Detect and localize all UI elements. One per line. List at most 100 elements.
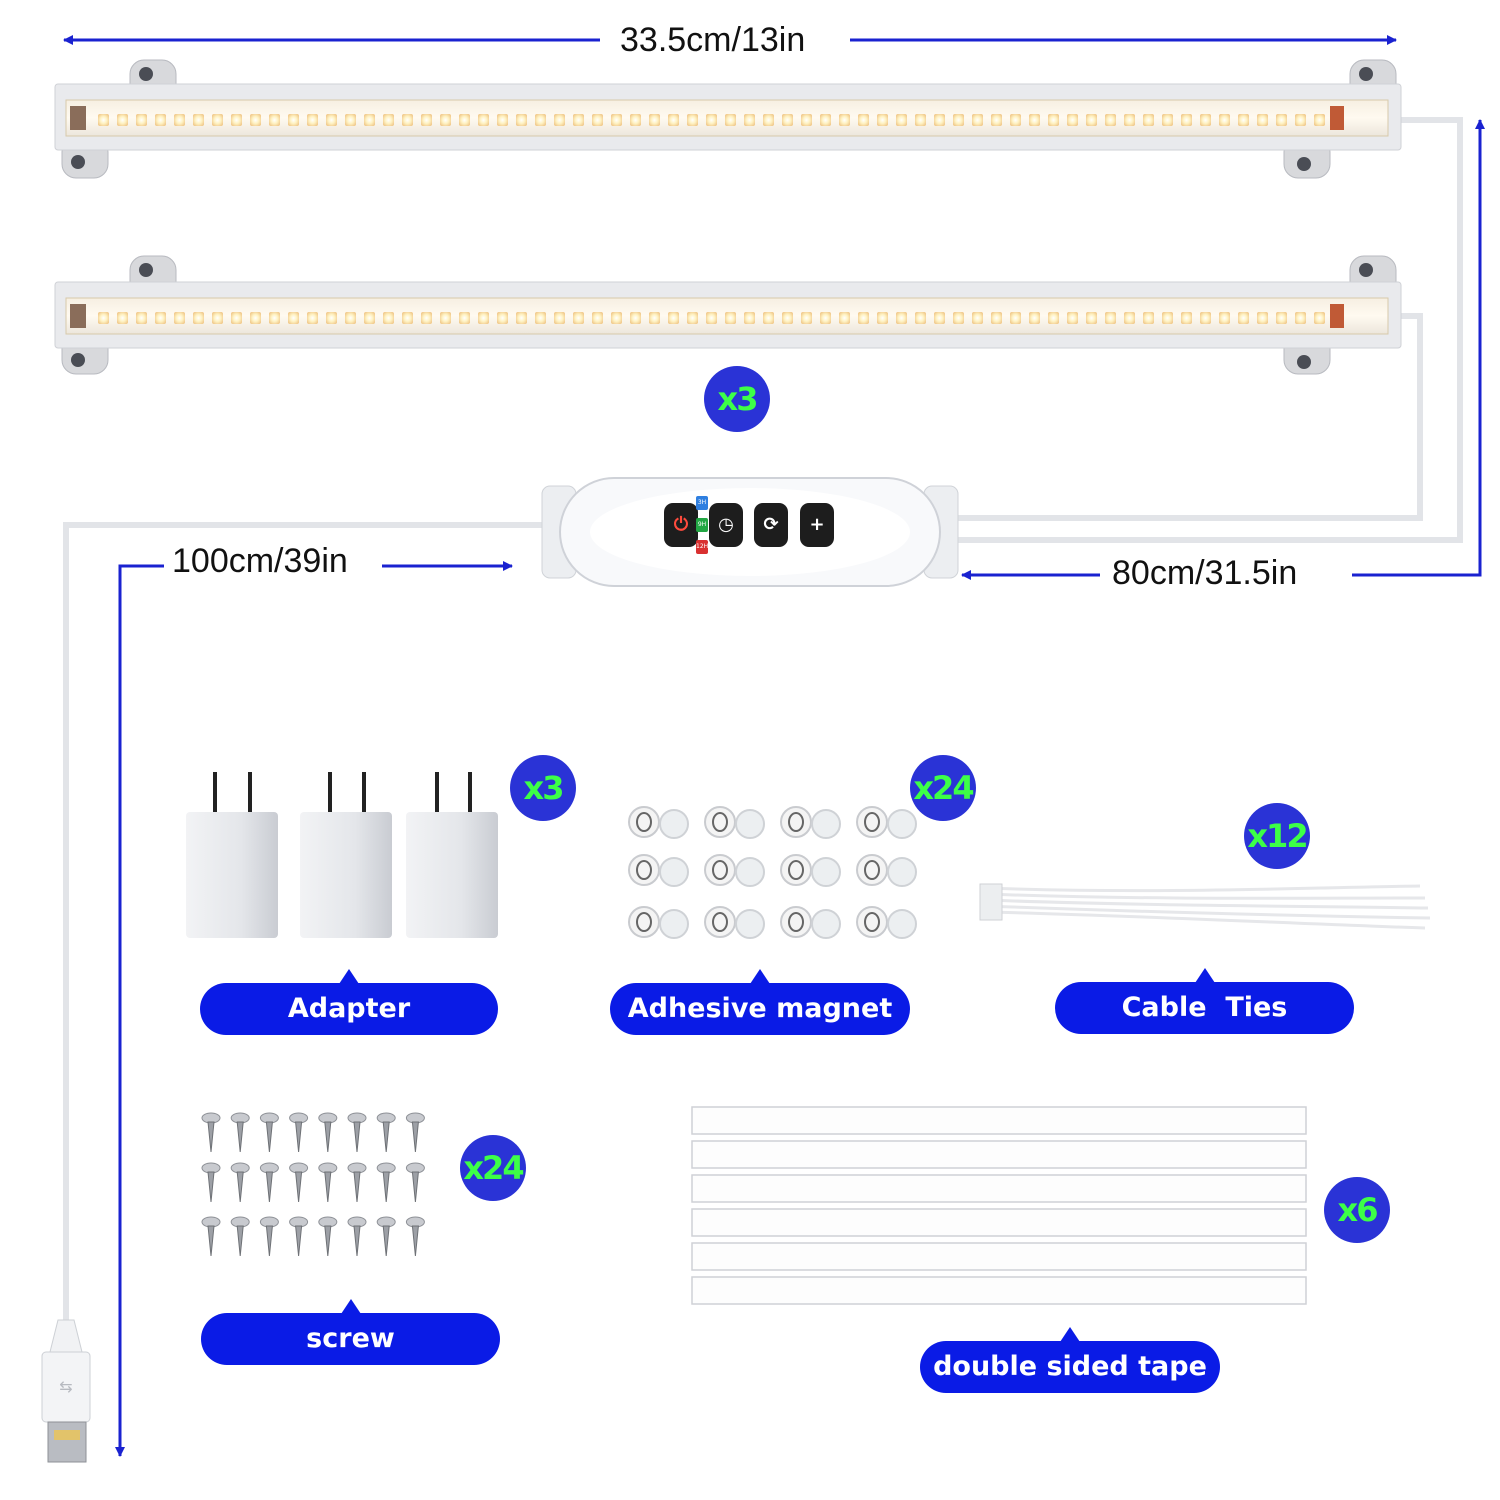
led-chip — [535, 312, 546, 324]
screws — [201, 1112, 425, 1257]
led-chip — [839, 312, 850, 324]
led-chip — [1162, 312, 1173, 324]
led-chip — [250, 114, 261, 126]
led-chip — [307, 312, 318, 324]
led-chip — [972, 312, 983, 324]
led-chip — [820, 114, 831, 126]
light-bar — [54, 255, 1402, 375]
led-chip — [117, 312, 128, 324]
led-chip — [136, 312, 147, 324]
led-chip — [1124, 312, 1135, 324]
led-chip — [953, 312, 964, 324]
led-chip — [839, 114, 850, 126]
adhesive-magnets — [628, 806, 917, 939]
tape-strip — [691, 1276, 1307, 1305]
screw-quantity-badge: x24 — [460, 1135, 526, 1201]
led-chip — [497, 114, 508, 126]
led-chip — [402, 312, 413, 324]
magnet — [704, 906, 736, 938]
led-chip — [288, 114, 299, 126]
led-chip — [231, 312, 242, 324]
led-chip — [668, 114, 679, 126]
led-chip — [611, 114, 622, 126]
led-chip — [611, 312, 622, 324]
led-row — [98, 114, 1325, 126]
led-chip — [1181, 114, 1192, 126]
cable-ties — [979, 883, 1431, 930]
led-chip — [1010, 114, 1021, 126]
led-chip — [725, 312, 736, 324]
bar-cable-length-label: 80cm/31.5in — [1104, 553, 1306, 593]
led-chip — [725, 114, 736, 126]
led-chip — [953, 114, 964, 126]
light-bar-quantity-badge: x3 — [704, 366, 770, 432]
led-chip — [155, 312, 166, 324]
led-chip — [269, 312, 280, 324]
led-chip — [668, 312, 679, 324]
led-chip — [307, 114, 318, 126]
bar-length-label: 33.5cm/13in — [612, 20, 814, 60]
timer-tag-3h: 3H — [696, 496, 708, 510]
led-chip — [991, 114, 1002, 126]
magnet — [856, 806, 888, 838]
adhesive-magnet-label: Adhesive magnet — [610, 969, 910, 1035]
led-chip — [592, 312, 603, 324]
led-chip — [1238, 312, 1249, 324]
led-chip — [782, 312, 793, 324]
led-chip — [440, 312, 451, 324]
dimension-arrows — [63, 35, 1485, 1457]
usb-cable-length-label: 100cm/39in — [164, 541, 356, 581]
led-chip — [801, 114, 812, 126]
led-chip — [934, 312, 945, 324]
timer-tag-9h: 9H — [696, 518, 708, 532]
led-chip — [1200, 114, 1211, 126]
power-button[interactable]: ⏻ — [664, 503, 698, 547]
led-chip — [1276, 114, 1287, 126]
led-chip — [877, 312, 888, 324]
led-chip — [478, 312, 489, 324]
led-chip — [630, 312, 641, 324]
tape-strip — [691, 1208, 1307, 1237]
led-chip — [250, 312, 261, 324]
led-chip — [915, 312, 926, 324]
led-chip — [554, 114, 565, 126]
led-chip — [193, 312, 204, 324]
magnet — [780, 854, 812, 886]
led-chip — [744, 312, 755, 324]
led-chip — [212, 114, 223, 126]
led-chip — [440, 114, 451, 126]
led-chip — [1276, 312, 1287, 324]
led-chip — [383, 114, 394, 126]
arrow-usb-length-down — [115, 564, 165, 1457]
led-chip — [1238, 114, 1249, 126]
bar-2-cable — [958, 313, 1423, 521]
magnet-plate — [659, 857, 689, 887]
led-chip — [421, 312, 432, 324]
led-chip — [174, 114, 185, 126]
led-chip — [174, 312, 185, 324]
magnet-plate — [887, 909, 917, 939]
magnet-plate — [735, 909, 765, 939]
arrow-bar-cable-up — [1352, 119, 1485, 577]
timer-button[interactable]: ◷ — [709, 503, 743, 547]
cables — [63, 117, 1463, 1330]
led-chip — [1295, 312, 1306, 324]
led-row — [98, 312, 1325, 324]
mode-button[interactable]: ⟳ — [754, 503, 788, 547]
led-chip — [1086, 312, 1097, 324]
led-chip — [573, 312, 584, 324]
led-chip — [288, 312, 299, 324]
led-chip — [1067, 312, 1078, 324]
led-chip — [1143, 114, 1154, 126]
led-chip — [459, 312, 470, 324]
led-chip — [516, 312, 527, 324]
brightness-button[interactable]: + — [800, 503, 834, 547]
led-chip — [573, 114, 584, 126]
magnet-plate — [887, 857, 917, 887]
led-chip — [630, 114, 641, 126]
usb-plug: ⇆ — [41, 1319, 91, 1463]
led-chip — [1162, 114, 1173, 126]
led-chip — [98, 312, 109, 324]
led-chip — [364, 312, 375, 324]
